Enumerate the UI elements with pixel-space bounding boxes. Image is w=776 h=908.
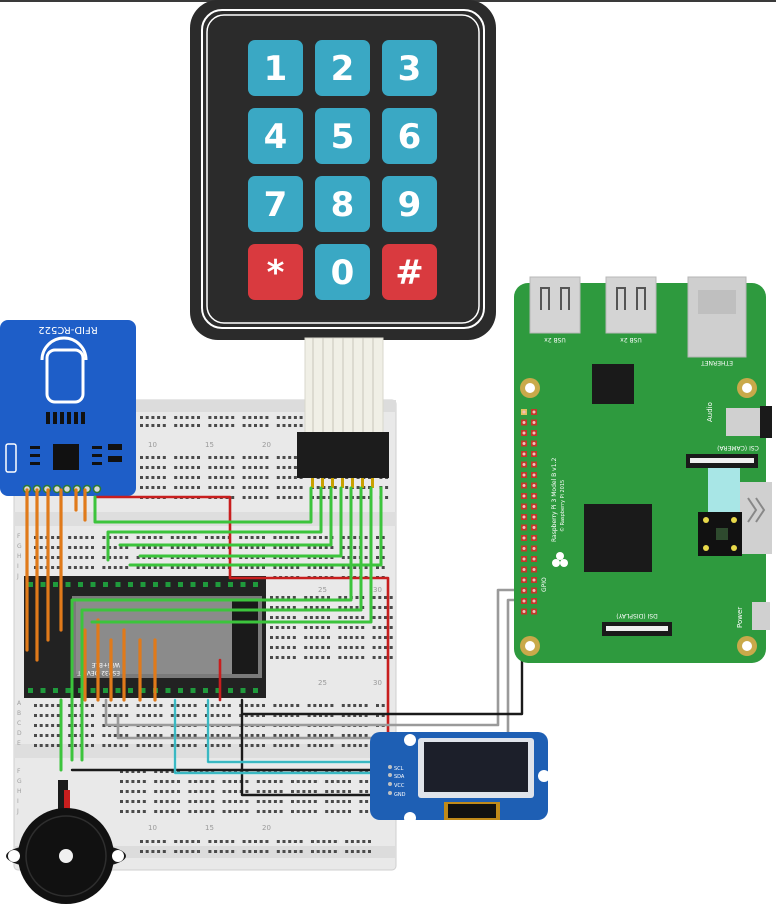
row-label-f: F xyxy=(17,533,21,540)
keypad-key-0[interactable]: 0 xyxy=(315,244,370,300)
esp32-pin-rows xyxy=(28,582,258,693)
keypad-key-label: * xyxy=(267,253,285,293)
row-label-h: H xyxy=(17,553,22,560)
col-label-top-20: 20 xyxy=(262,441,271,449)
keypad-key-hash[interactable]: # xyxy=(382,244,437,300)
oled-pin-scl: SCL xyxy=(394,766,404,772)
row-label-e: E xyxy=(17,740,21,747)
usb-port-right xyxy=(605,276,657,334)
col-label-low-30: 30 xyxy=(373,679,382,687)
usb-port-left xyxy=(529,276,581,334)
keypad-key-7[interactable]: 7 xyxy=(248,176,303,232)
row-label-f2: F xyxy=(17,768,21,775)
esp32-sublabel: WiFi+BLE xyxy=(91,661,120,668)
row-label-g: G xyxy=(17,543,22,550)
keypad-key-9[interactable]: 9 xyxy=(382,176,437,232)
keypad-header-connector xyxy=(297,432,389,478)
keypad-key-label: 0 xyxy=(331,253,355,293)
col-label-low-25: 25 xyxy=(318,679,327,687)
usb-left-label: USB 2x xyxy=(544,336,566,343)
csi-label: CSI (CAMERA) xyxy=(717,444,759,451)
breadboard-column-labels: 10 15 20 25 30 25 30 10 15 20 xyxy=(148,441,382,832)
buzzer xyxy=(6,780,126,904)
keypad-key-label: 3 xyxy=(398,49,422,89)
breadboard-row-labels: F G H I J A B C D E F G H I J xyxy=(16,533,22,815)
oled-module: SCL SDA VCC GND xyxy=(370,732,550,824)
rpi-copyright-label: © Raspberry Pi 2015 xyxy=(559,480,566,532)
rfid-antenna-icon xyxy=(45,348,85,404)
col-label-bot-10: 10 xyxy=(148,824,157,832)
row-label-d: D xyxy=(17,730,22,737)
rfid-label: RFID-RC522 xyxy=(38,324,97,335)
wires xyxy=(25,486,524,797)
row-label-i2: I xyxy=(17,798,19,805)
dsi-label: DSI (DISPLAY) xyxy=(616,612,657,619)
keypad-key-star[interactable]: * xyxy=(248,244,303,300)
keypad-key-3[interactable]: 3 xyxy=(382,40,437,96)
keypad-key-label: # xyxy=(395,253,424,293)
keypad-ribbon-cable xyxy=(304,337,384,437)
rpi-model-label: Raspberry Pi 3 Model B v1.2 xyxy=(551,458,558,542)
row-label-h2: H xyxy=(17,788,22,795)
oled-screen xyxy=(424,742,528,792)
row-label-g2: G xyxy=(17,778,22,785)
power-label: Power xyxy=(736,607,744,628)
keypad-module: 1 2 3 4 5 6 7 8 9 * 0 # xyxy=(190,0,496,488)
keypad-key-2[interactable]: 2 xyxy=(315,40,370,96)
keypad-key-label: 5 xyxy=(331,117,355,157)
audio-label: Audio xyxy=(706,402,714,422)
col-label-mid-30: 30 xyxy=(373,586,382,594)
row-label-b: B xyxy=(17,710,21,717)
raspberry-logo-icon xyxy=(552,552,568,567)
keypad-key-4[interactable]: 4 xyxy=(248,108,303,164)
keypad-key-8[interactable]: 8 xyxy=(315,176,370,232)
keypad-key-label: 6 xyxy=(398,117,422,157)
oled-pin-vcc: VCC xyxy=(394,783,405,789)
keypad-key-label: 7 xyxy=(264,185,288,225)
keypad-key-1[interactable]: 1 xyxy=(248,40,303,96)
oled-pin-gnd: GND xyxy=(394,792,406,798)
usb-right-label: USB 2x xyxy=(620,336,642,343)
rfid-chip xyxy=(53,444,79,470)
audio-jack xyxy=(726,408,766,436)
gpio-label: GPIO xyxy=(541,577,548,592)
rfid-pin-header xyxy=(22,484,102,494)
row-label-c: C xyxy=(17,720,21,727)
rfid-module: RFID-RC522 xyxy=(0,320,136,496)
keypad-key-label: 9 xyxy=(398,185,422,225)
ethernet-port xyxy=(687,276,747,358)
row-label-j: J xyxy=(16,573,19,580)
row-label-i: I xyxy=(17,563,19,570)
col-label-top-10: 10 xyxy=(148,441,157,449)
col-label-bot-20: 20 xyxy=(262,824,271,832)
keypad-key-label: 1 xyxy=(264,49,288,89)
raspberry-pi-board: USB 2x USB 2x ETHERNET Audio CSI (CAMERA… xyxy=(514,276,772,663)
row-label-j2: J xyxy=(16,808,19,815)
keypad-key-5[interactable]: 5 xyxy=(315,108,370,164)
power-port xyxy=(752,602,770,630)
keypad-key-label: 2 xyxy=(331,49,355,89)
keypad-keys: 1 2 3 4 5 6 7 8 9 * 0 # xyxy=(248,40,437,300)
col-label-top-15: 15 xyxy=(205,441,214,449)
keypad-key-label: 8 xyxy=(331,185,355,225)
oled-pin-sda: SDA xyxy=(394,774,405,780)
gpio-header xyxy=(521,409,537,615)
ethernet-label: ETHERNET xyxy=(701,359,733,366)
col-label-mid-25: 25 xyxy=(318,586,327,594)
keypad-key-label: 4 xyxy=(264,117,288,157)
keypad-key-6[interactable]: 6 xyxy=(382,108,437,164)
col-label-bot-15: 15 xyxy=(205,824,214,832)
row-label-a: A xyxy=(17,700,22,707)
